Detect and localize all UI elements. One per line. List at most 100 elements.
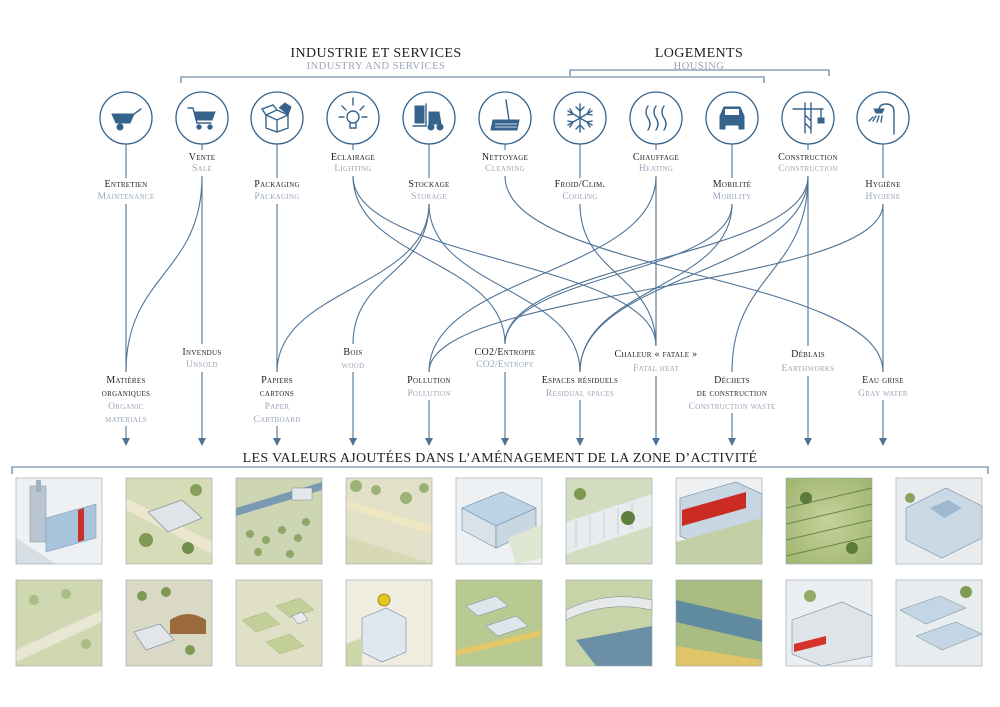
tile-glass-halls bbox=[895, 579, 983, 667]
label-fatal-heat: Chaleur « fatale » bbox=[615, 349, 698, 360]
label-construction: Construction bbox=[778, 152, 838, 163]
flow-storage-to-residual bbox=[428, 203, 581, 373]
label-storage-en: Storage bbox=[411, 192, 447, 202]
housing-subtitle: HOUSING bbox=[674, 61, 725, 72]
label-mobility: Mobilité bbox=[713, 179, 752, 190]
arrow-head-gray bbox=[879, 438, 887, 446]
label-gray-water-en: Gray water bbox=[858, 389, 908, 399]
label-pollution-en: Pollution bbox=[407, 389, 450, 399]
wheelbarrow-icon bbox=[99, 91, 153, 145]
tile-meadow-path bbox=[345, 477, 433, 565]
shopping-cart-icon bbox=[175, 91, 229, 145]
flow-construction-to-waste bbox=[731, 175, 809, 373]
label-wood-en: wood bbox=[342, 361, 365, 371]
label-unsold-en: Unsold bbox=[186, 360, 218, 370]
label-paper-en-2: Cartboard bbox=[253, 415, 300, 425]
label-hygiene: Hygiène bbox=[865, 179, 900, 190]
label-construction-en: Construction bbox=[778, 164, 837, 174]
arrow-head-fatal bbox=[652, 438, 660, 446]
label-packaging-en: Packaging bbox=[254, 192, 299, 202]
flow-mobility-to-co2 bbox=[504, 203, 733, 345]
arrow-head-wood bbox=[349, 438, 357, 446]
label-cleaning-en: Cleaning bbox=[485, 164, 525, 174]
label-wood: Bois bbox=[343, 347, 362, 358]
snowflake-icon bbox=[553, 91, 607, 145]
tile-retail-store bbox=[785, 579, 873, 667]
label-organic-1: Matières bbox=[106, 375, 145, 386]
arrow-head-co2 bbox=[501, 438, 509, 446]
label-lighting: Eclairage bbox=[331, 152, 375, 163]
illustration-grid bbox=[15, 477, 983, 667]
label-earthworks: Déblais bbox=[791, 349, 825, 360]
label-paper-en-1: Paper bbox=[265, 402, 290, 412]
car-icon bbox=[705, 91, 759, 145]
tile-atrium-building bbox=[895, 477, 983, 565]
label-cooling: Froid/Clim. bbox=[555, 179, 606, 190]
arrow-head-waste bbox=[728, 438, 736, 446]
output-arrows bbox=[122, 372, 887, 446]
arrow-head-paper bbox=[273, 438, 281, 446]
flow-cooling-to-fatal bbox=[579, 203, 657, 347]
industry-subtitle: INDUSTRY AND SERVICES bbox=[307, 61, 446, 72]
tile-elevated-road bbox=[565, 579, 653, 667]
flow-storage-to-paper bbox=[276, 203, 430, 373]
tile-greenhouse-park bbox=[125, 477, 213, 565]
label-lighting-en: Lighting bbox=[334, 164, 371, 174]
tile-canal-park bbox=[675, 579, 763, 667]
label-waste-1: Déchets bbox=[714, 375, 750, 386]
flow-construction-to-residual bbox=[579, 175, 809, 373]
heat-waves-icon bbox=[629, 91, 683, 145]
flow-storage-to-wood bbox=[352, 203, 430, 345]
light-bulb-icon bbox=[326, 91, 380, 145]
tile-greenhouse-rows bbox=[455, 579, 543, 667]
label-gray-water: Eau grise bbox=[862, 375, 904, 386]
label-organic-2: organiques bbox=[102, 388, 151, 399]
label-co2: CO2/Entropie bbox=[475, 347, 536, 358]
tile-orchard-rail bbox=[235, 477, 323, 565]
tile-green-terraces bbox=[785, 477, 873, 565]
arrow-head-pollution bbox=[425, 438, 433, 446]
label-maintenance-en: Maintenance bbox=[98, 192, 155, 202]
industry-title: INDUSTRIE ET SERVICES bbox=[290, 46, 461, 61]
banner-title: LES VALEURS AJOUTÉES DANS L’AMÉNAGEMENT … bbox=[243, 449, 758, 466]
label-paper-2: cartons bbox=[260, 388, 294, 399]
flow-lighting-to-co2 bbox=[352, 175, 506, 345]
flow-construction-to-co2 bbox=[504, 175, 809, 345]
label-organic-en-1: Organic bbox=[108, 402, 144, 412]
label-waste-en: Construction waste bbox=[689, 402, 776, 412]
banner-bracket bbox=[11, 466, 989, 474]
label-paper-1: Papiers bbox=[261, 375, 293, 386]
tile-commercial-signage bbox=[675, 477, 763, 565]
label-hygiene-en: Hygiene bbox=[865, 192, 900, 202]
crane-icon bbox=[781, 91, 835, 145]
label-cleaning: Nettoyage bbox=[482, 152, 528, 163]
tile-parking-trees bbox=[565, 477, 653, 565]
label-cooling-en: Cooling bbox=[562, 192, 597, 202]
housing-bracket bbox=[569, 69, 830, 76]
source-icons bbox=[99, 91, 910, 145]
broom-icon bbox=[478, 91, 532, 145]
label-packaging: Packaging bbox=[254, 179, 300, 190]
source-labels: Entretien Maintenance Vente Sale Packagi… bbox=[98, 152, 901, 202]
label-fatal-heat-en: Fatal heat bbox=[633, 364, 679, 374]
flow-lines bbox=[125, 144, 884, 373]
label-mobility-en: Mobility bbox=[713, 192, 752, 202]
tile-garden-plots bbox=[235, 579, 323, 667]
arrow-head-organic bbox=[122, 438, 130, 446]
label-unsold: Invendus bbox=[182, 347, 221, 358]
forklift-icon bbox=[402, 91, 456, 145]
label-waste-2: de construction bbox=[697, 388, 767, 399]
label-storage: Stockage bbox=[408, 179, 449, 190]
flow-lighting-to-fatal bbox=[352, 175, 657, 347]
label-residual: Espaces résiduels bbox=[542, 375, 618, 386]
label-sale: Vente bbox=[189, 152, 216, 163]
tile-industrial-plant bbox=[15, 477, 103, 565]
label-residual-en: Residual spaces bbox=[546, 389, 614, 399]
tile-road-meadow bbox=[15, 579, 103, 667]
arrow-head-unsold bbox=[198, 438, 206, 446]
arrow-head-residual bbox=[576, 438, 584, 446]
flow-sale-to-organic bbox=[125, 175, 203, 373]
flow-heating-to-pollution bbox=[428, 175, 657, 373]
housing-title: LOGEMENTS bbox=[655, 46, 743, 61]
